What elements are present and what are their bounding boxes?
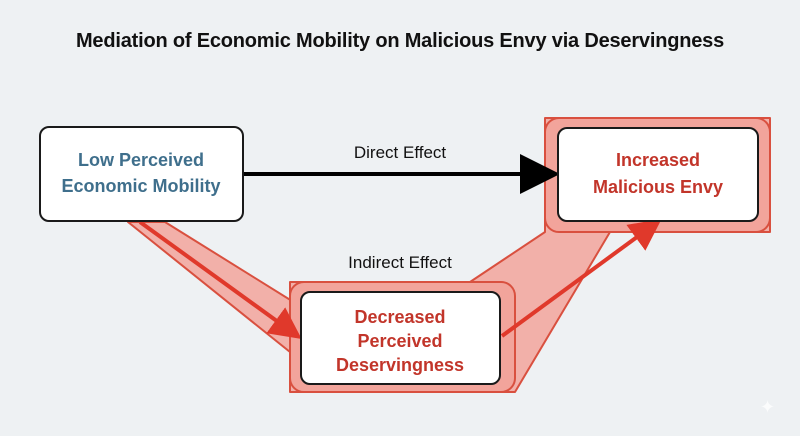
indirect-arrow-b [500, 218, 662, 338]
mediator-label-line-1: Decreased [354, 307, 445, 327]
diagram-title: Mediation of Economic Mobility on Malici… [75, 30, 725, 52]
node-mediator: Decreased Perceived Deservingness [300, 291, 501, 385]
outcome-label-line-1: Increased [616, 150, 700, 170]
mediator-label-line-2: Perceived [357, 331, 442, 351]
mediator-label-line-3: Deservingness [336, 355, 464, 375]
indirect-arrow-a [138, 220, 302, 340]
node-outcome: Increased Malicious Envy [557, 127, 759, 222]
indirect-effect-label: Indirect Effect [348, 253, 452, 272]
predictor-label-line-2: Economic Mobility [61, 176, 220, 196]
sparkle-icon: ✦ [760, 397, 776, 417]
direct-effect-label: Direct Effect [354, 143, 447, 162]
node-predictor: Low Perceived Economic Mobility [39, 126, 244, 222]
predictor-label-line-1: Low Perceived [78, 150, 204, 170]
outcome-label-line-2: Malicious Envy [593, 177, 723, 197]
